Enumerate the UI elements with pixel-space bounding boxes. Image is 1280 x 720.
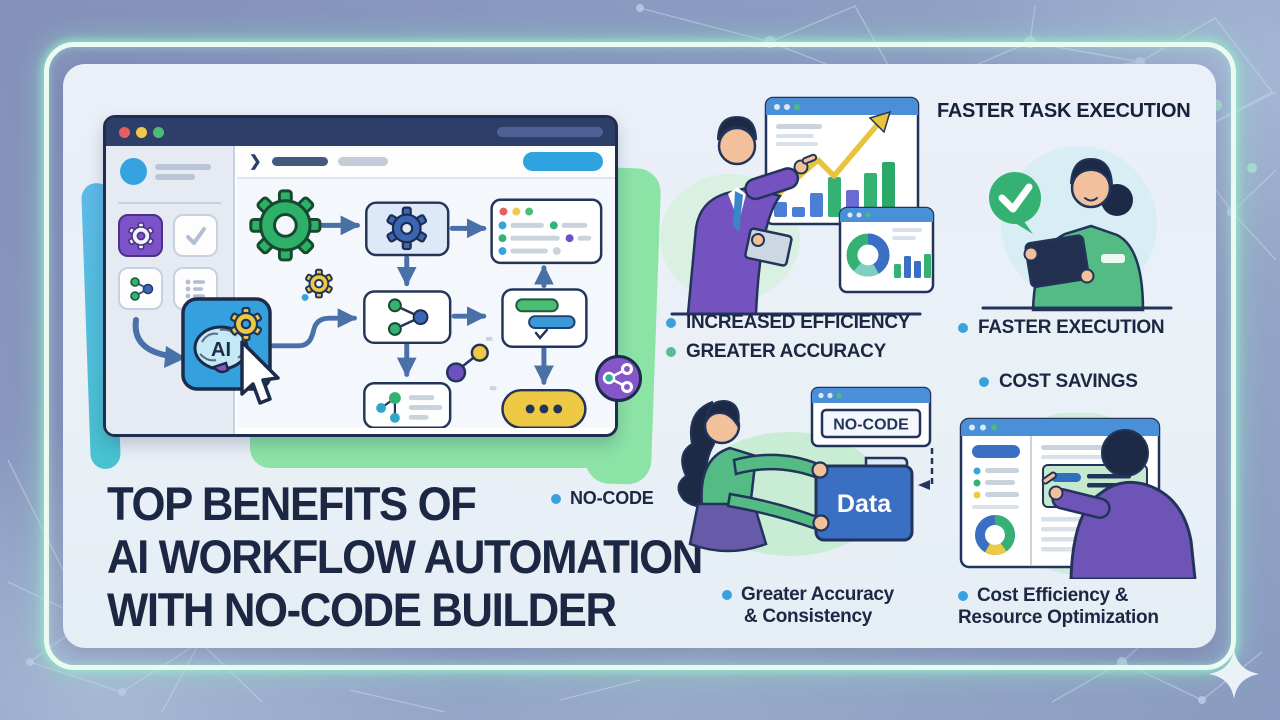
checklist-node (490, 198, 603, 265)
chevron-right-icon: ❯ (249, 153, 262, 170)
bullet-increased-efficiency: INCREASED EFFICIENCY (666, 312, 910, 334)
tablet-woman-illustration (981, 146, 1173, 312)
no-code-note-label: NO-CODE (570, 488, 654, 508)
curved-arrow-icon (132, 317, 186, 368)
bullet-dot (958, 590, 968, 601)
close-dot-icon (119, 127, 130, 138)
process-node (365, 201, 450, 257)
no-code-window-label: NO-CODE (833, 417, 909, 434)
bar-chart-icon (774, 162, 895, 217)
gear-icon (386, 206, 428, 251)
workflow-builder-window: ❯ (103, 115, 618, 437)
analytics-window (838, 206, 935, 294)
bullet-greater-accuracy: GREATER ACCURACY (666, 341, 910, 363)
presenter-person (670, 115, 922, 316)
mini-bars-icon (894, 254, 931, 278)
titlebar-pill (497, 127, 603, 137)
workflow-arrows (268, 215, 554, 386)
bullet-dot (979, 377, 989, 387)
check-bubble-icon (989, 172, 1041, 234)
gear-icon (127, 221, 154, 250)
sparkle-icon (1209, 649, 1259, 699)
sidebar-tile-tasks (173, 214, 218, 257)
tablet-person (981, 157, 1173, 312)
sidebar-tile-connections (118, 267, 163, 310)
cost-efficiency-bullet: Cost Efficiency & Resource Optimization (958, 585, 1159, 628)
no-code-window: NO-CODE (810, 386, 932, 448)
title-line-3: WITH NO-CODE BUILDER (107, 583, 617, 636)
faster-execution-bullet: FASTER EXECUTION (958, 317, 1165, 339)
maximize-dot-icon (153, 127, 164, 138)
bullet-label: INCREASED EFFICIENCY (686, 312, 911, 333)
workflow-canvas (237, 179, 615, 428)
output-node (363, 382, 452, 428)
donut-chart-icon (846, 233, 890, 277)
data-person (677, 399, 768, 553)
bullet-label: FASTER EXECUTION (978, 317, 1165, 338)
profile-block (120, 158, 211, 185)
growth-chart-window (764, 96, 920, 226)
ai-label: AI (211, 339, 231, 361)
accuracy-consistency-bullet: Greater Accuracy & Consistency (722, 584, 894, 627)
glow-frame (44, 42, 1236, 670)
bullet-dot (551, 493, 561, 504)
bullet-line-1: Greater Accuracy (741, 584, 894, 605)
share-nodes-icon (129, 276, 153, 301)
chat-node (501, 288, 588, 349)
skirt (688, 502, 768, 553)
tablet-icon (1024, 234, 1090, 288)
bullet-dot (722, 589, 732, 600)
efficiency-bullets: INCREASED EFFICIENCY GREATER ACCURACY (666, 312, 910, 363)
donut-chart-icon (975, 515, 1015, 555)
bullet-line-2: & Consistency (743, 606, 873, 627)
speed-section-heading: FASTER TASK EXECUTION (937, 100, 1191, 122)
bullet-cost-savings: COST SAVINGS (979, 371, 1138, 393)
bullet-line-2: Resource Optimization (958, 607, 1159, 628)
bullet-dot (958, 323, 968, 333)
builder-toolbar: ❯ (237, 146, 615, 179)
page-title: TOP BENEFITS OF AI WORKFLOW AUTOMATION W… (107, 477, 703, 636)
bullet-label: COST SAVINGS (999, 371, 1138, 392)
title-line-2: AI WORKFLOW AUTOMATION (107, 530, 703, 583)
toolbar-pill-light (337, 157, 388, 166)
arms (726, 453, 830, 532)
bullet-dot (666, 318, 676, 328)
data-folder-label: Data (837, 490, 892, 518)
list-icon (185, 279, 205, 298)
cursor-arrow-icon (240, 340, 280, 405)
sidebar-divider (118, 202, 221, 204)
minimize-dot-icon (136, 127, 147, 138)
title-line-1: TOP BENEFITS OF (107, 477, 477, 530)
bullet-label: GREATER ACCURACY (686, 341, 886, 362)
avatar (120, 158, 147, 185)
cost-savings-bullet: COST SAVINGS (979, 371, 1138, 393)
dashed-connector (918, 448, 934, 490)
bullet-faster-execution: FASTER EXECUTION (958, 317, 1165, 339)
profile-text-lines (155, 160, 211, 184)
branch-node (363, 290, 452, 345)
toolbar-pill-dark (271, 157, 328, 166)
bullet-line-1: Cost Efficiency & (977, 585, 1129, 606)
toolbar-primary-button (523, 152, 603, 171)
gear-node-icon (249, 189, 322, 262)
gear-icon (229, 306, 263, 342)
sidebar-pill-button (972, 445, 1020, 458)
data-folder-icon: Data (814, 456, 914, 542)
window-titlebar (106, 118, 615, 146)
check-icon (185, 226, 206, 245)
small-gear-icon (305, 268, 333, 299)
data-woman-illustration: NO-CODE Data (677, 386, 934, 556)
presenter-illustration (660, 96, 935, 316)
sidebar-tile-settings (118, 214, 163, 257)
ellipsis-node (501, 388, 587, 428)
share-badge-icon (595, 355, 642, 402)
bullet-dot (666, 347, 676, 357)
no-code-note: NO-CODE (551, 488, 654, 509)
connector-dots (445, 336, 497, 391)
pointing-person (1041, 429, 1197, 579)
ai-brain-icon (193, 325, 249, 374)
dot-accent (301, 293, 309, 301)
dashboard-man-illustration (959, 413, 1197, 579)
ai-node: AI (181, 297, 280, 405)
